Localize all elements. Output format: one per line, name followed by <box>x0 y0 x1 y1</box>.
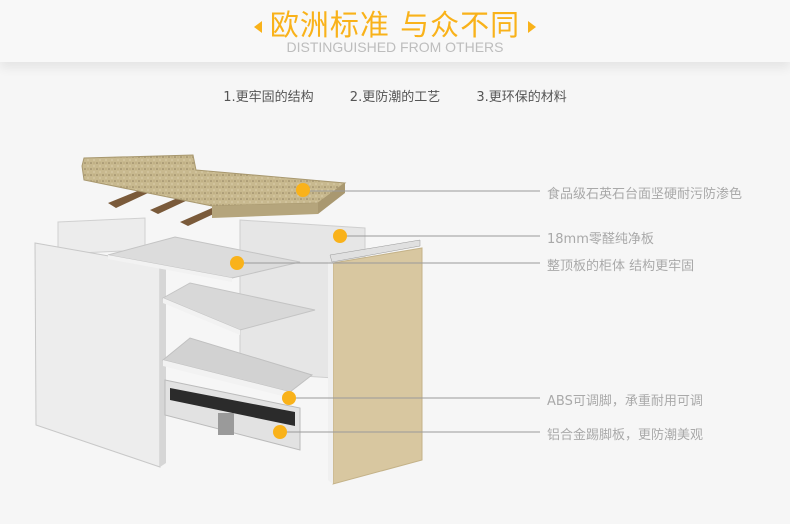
callout-dot-foot <box>282 391 296 405</box>
feature-item: 2.更防潮的工艺 <box>349 90 441 105</box>
callout-dot-plinth <box>273 425 287 439</box>
feature-item: 3.更环保的材料 <box>476 90 567 105</box>
callout-dot-board <box>333 229 347 243</box>
callout-dot-countertop <box>296 183 310 197</box>
left-side-panel <box>34 242 161 468</box>
callout-lines <box>237 190 540 433</box>
callout-top-panel: 整顶板的柜体 结构更牢固 <box>547 259 695 274</box>
callout-foot: ABS可调脚，承重耐用可调 <box>547 394 703 409</box>
title-text: 欧洲标准 与众不同 <box>269 8 521 42</box>
adjustable-foot <box>218 413 234 435</box>
feature-list: 1.更牢固的结构 2.更防潮的工艺 3.更环保的材料 <box>0 86 790 105</box>
page-title: 欧洲标准 与众不同 <box>0 2 790 44</box>
callout-dot-top-panel <box>230 256 244 270</box>
callout-countertop: 食品级石英石台面坚硬耐污防渗色 <box>547 187 743 202</box>
door-panel <box>332 247 423 485</box>
callout-board: 18mm零醛纯净板 <box>547 232 654 247</box>
triangle-right-icon <box>528 21 537 33</box>
page-subtitle: DISTINGUISHED FROM OTHERS <box>286 39 504 55</box>
callout-plinth: 铝合金踢脚板，更防潮美观 <box>547 428 704 443</box>
triangle-left-icon <box>253 21 262 33</box>
feature-item: 1.更牢固的结构 <box>223 90 314 105</box>
header-banner: 欧洲标准 与众不同 DISTINGUISHED FROM OTHERS <box>0 0 790 62</box>
